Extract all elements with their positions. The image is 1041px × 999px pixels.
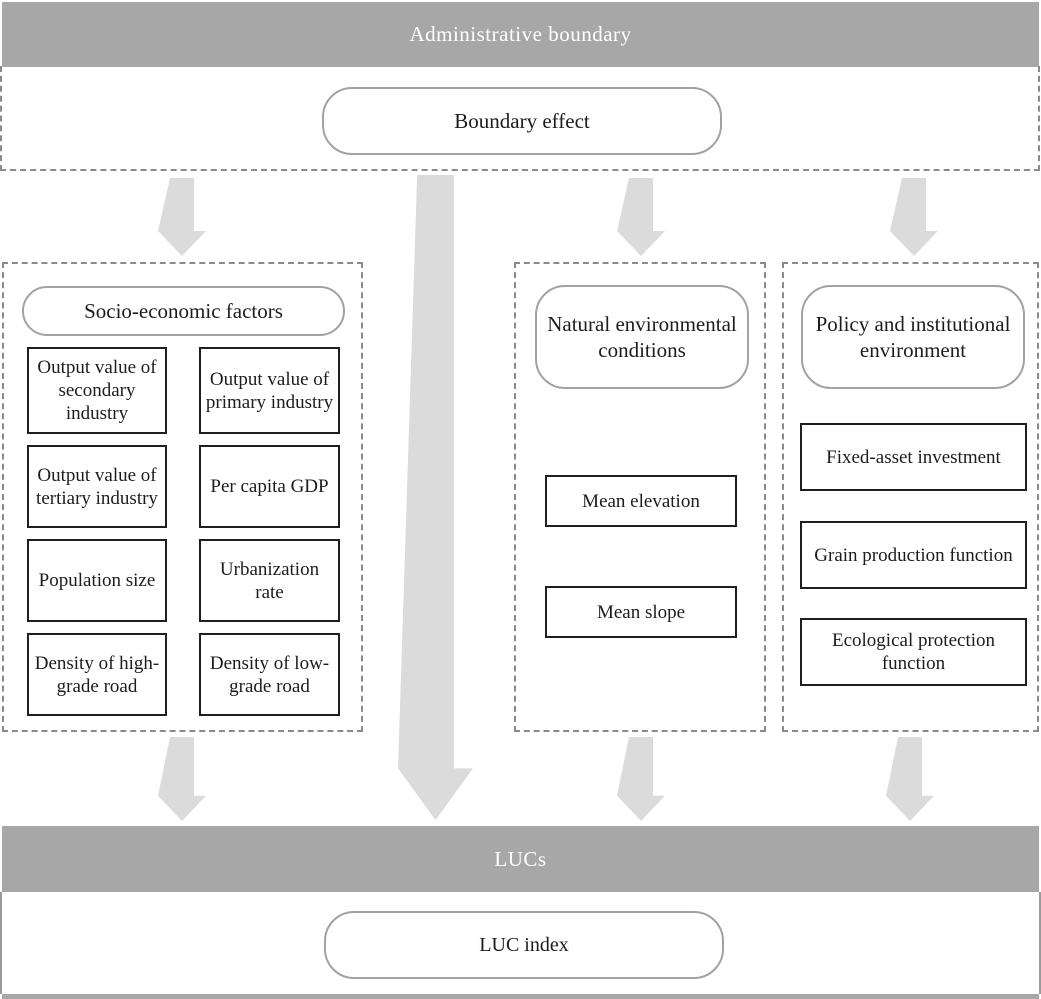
natural-environment-title: Natural environmental conditions [547, 312, 737, 362]
administrative-boundary-label: Administrative boundary [409, 22, 632, 46]
factor-label: Density of high-grade road [34, 652, 160, 697]
factor-box-ecological-protection: Ecological protection function [800, 618, 1027, 686]
down-arrow-bottom-socio [158, 737, 206, 821]
lucs-bar: LUCs [2, 826, 1039, 892]
factor-box-output-tertiary: Output value of tertiary industry [27, 445, 167, 528]
factor-box-output-secondary: Output value of secondary industry [27, 347, 167, 434]
factor-label: Fixed-asset investment [826, 446, 1001, 468]
down-arrow-top-natural [617, 178, 665, 256]
factor-box-mean-elevation: Mean elevation [545, 475, 737, 527]
policy-environment-title: Policy and institutional environment [815, 312, 1011, 362]
factor-label: Mean elevation [582, 490, 700, 512]
factor-label: Output value of primary industry [205, 368, 334, 413]
factor-label: Population size [38, 570, 156, 591]
policy-environment-title-box: Policy and institutional environment [801, 285, 1025, 389]
down-arrow-bottom-policy [886, 737, 934, 821]
factor-box-population-size: Population size [27, 539, 167, 622]
factor-box-urbanization-rate: Urbanization rate [199, 539, 340, 622]
policy-environment-group: Policy and institutional environment Fix… [782, 262, 1039, 732]
factor-box-mean-slope: Mean slope [545, 586, 737, 638]
bottom-strip [2, 994, 1039, 999]
natural-environment-group: Natural environmental conditions Mean el… [514, 262, 766, 732]
down-arrow-long-center [398, 175, 473, 820]
factor-box-output-primary: Output value of primary industry [199, 347, 340, 434]
boundary-effect-label: Boundary effect [454, 109, 590, 133]
factor-label: Density of low-grade road [209, 652, 330, 697]
socio-economic-title-box: Socio-economic factors [22, 286, 345, 336]
factor-label: Urbanization rate [219, 558, 320, 603]
factor-box-high-grade-road: Density of high-grade road [27, 633, 167, 716]
factor-label: Ecological protection function [831, 630, 996, 674]
factor-label: Grain production function [814, 544, 1013, 566]
down-arrow-top-policy [890, 178, 938, 256]
natural-environment-title-box: Natural environmental conditions [535, 285, 749, 389]
luc-index-label: LUC index [479, 934, 569, 956]
factor-box-per-capita-gdp: Per capita GDP [199, 445, 340, 528]
luc-index-section: LUC index [0, 892, 1041, 994]
down-arrow-bottom-natural [617, 737, 665, 821]
boundary-effect-region [0, 66, 1040, 171]
administrative-boundary-bar: Administrative boundary [2, 2, 1039, 67]
factor-box-fixed-asset: Fixed-asset investment [800, 423, 1027, 491]
factor-box-grain-production: Grain production function [800, 521, 1027, 589]
luc-index-box: LUC index [324, 911, 724, 979]
factor-label: Output value of secondary industry [37, 357, 157, 424]
lucs-label: LUCs [494, 846, 547, 871]
socio-economic-title: Socio-economic factors [84, 299, 283, 323]
boundary-effect-box: Boundary effect [322, 87, 722, 155]
factor-label: Per capita GDP [210, 476, 329, 497]
factor-box-low-grade-road: Density of low-grade road [199, 633, 340, 716]
factor-label: Output value of tertiary industry [36, 464, 158, 509]
down-arrow-top-socio [158, 178, 206, 256]
factor-label: Mean slope [596, 601, 686, 623]
socio-economic-group: Socio-economic factors Output value of s… [2, 262, 363, 732]
